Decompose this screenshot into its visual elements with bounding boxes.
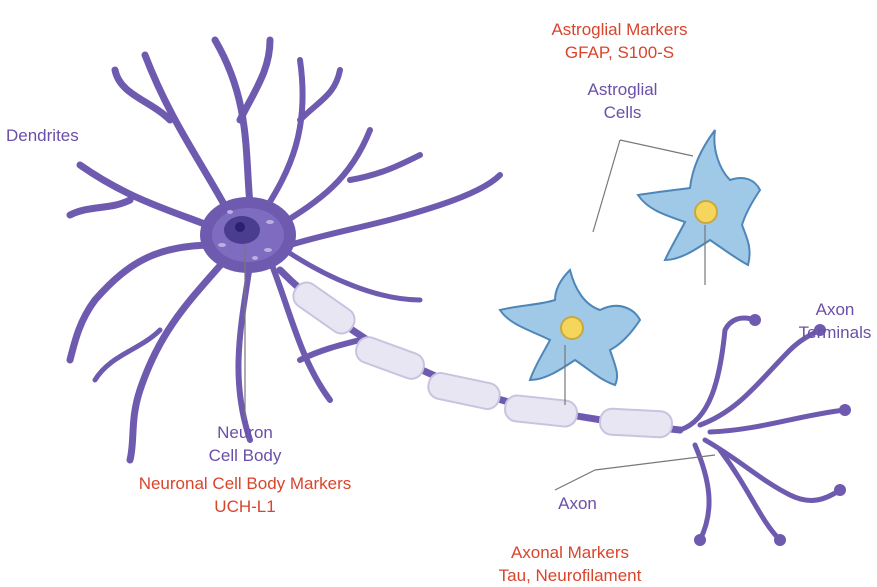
neuronal-markers-title: Neuronal Cell Body Markers (85, 472, 405, 495)
neuron-label-line1: Neuron (145, 421, 345, 444)
astroglial-markers-list: GFAP, S100-S (527, 41, 712, 64)
axon-terminals-label-line2: Terminals (795, 321, 875, 344)
astroglial-cells-label-line1: Astroglial (575, 78, 670, 101)
axonal-markers-list: Tau, Neurofilament (470, 564, 670, 587)
neuron-cell-body (200, 197, 296, 273)
myelin-sheath (289, 278, 673, 438)
axon-label: Axon (540, 492, 615, 515)
neuronal-markers-list: UCH-L1 (85, 495, 405, 518)
dendrites-label: Dendrites (6, 124, 79, 147)
neuron-label-line2: Cell Body (145, 444, 345, 467)
astroglial-cells-label-line2: Cells (575, 101, 670, 124)
astroglial-cell-lower (500, 270, 640, 385)
astroglial-markers-title: Astroglial Markers (527, 18, 712, 41)
axonal-markers-title: Axonal Markers (470, 541, 670, 564)
axon (280, 270, 680, 438)
astroglial-cell-upper (638, 130, 760, 265)
axon-terminals (680, 318, 845, 540)
axon-terminals-label-line1: Axon (795, 298, 875, 321)
